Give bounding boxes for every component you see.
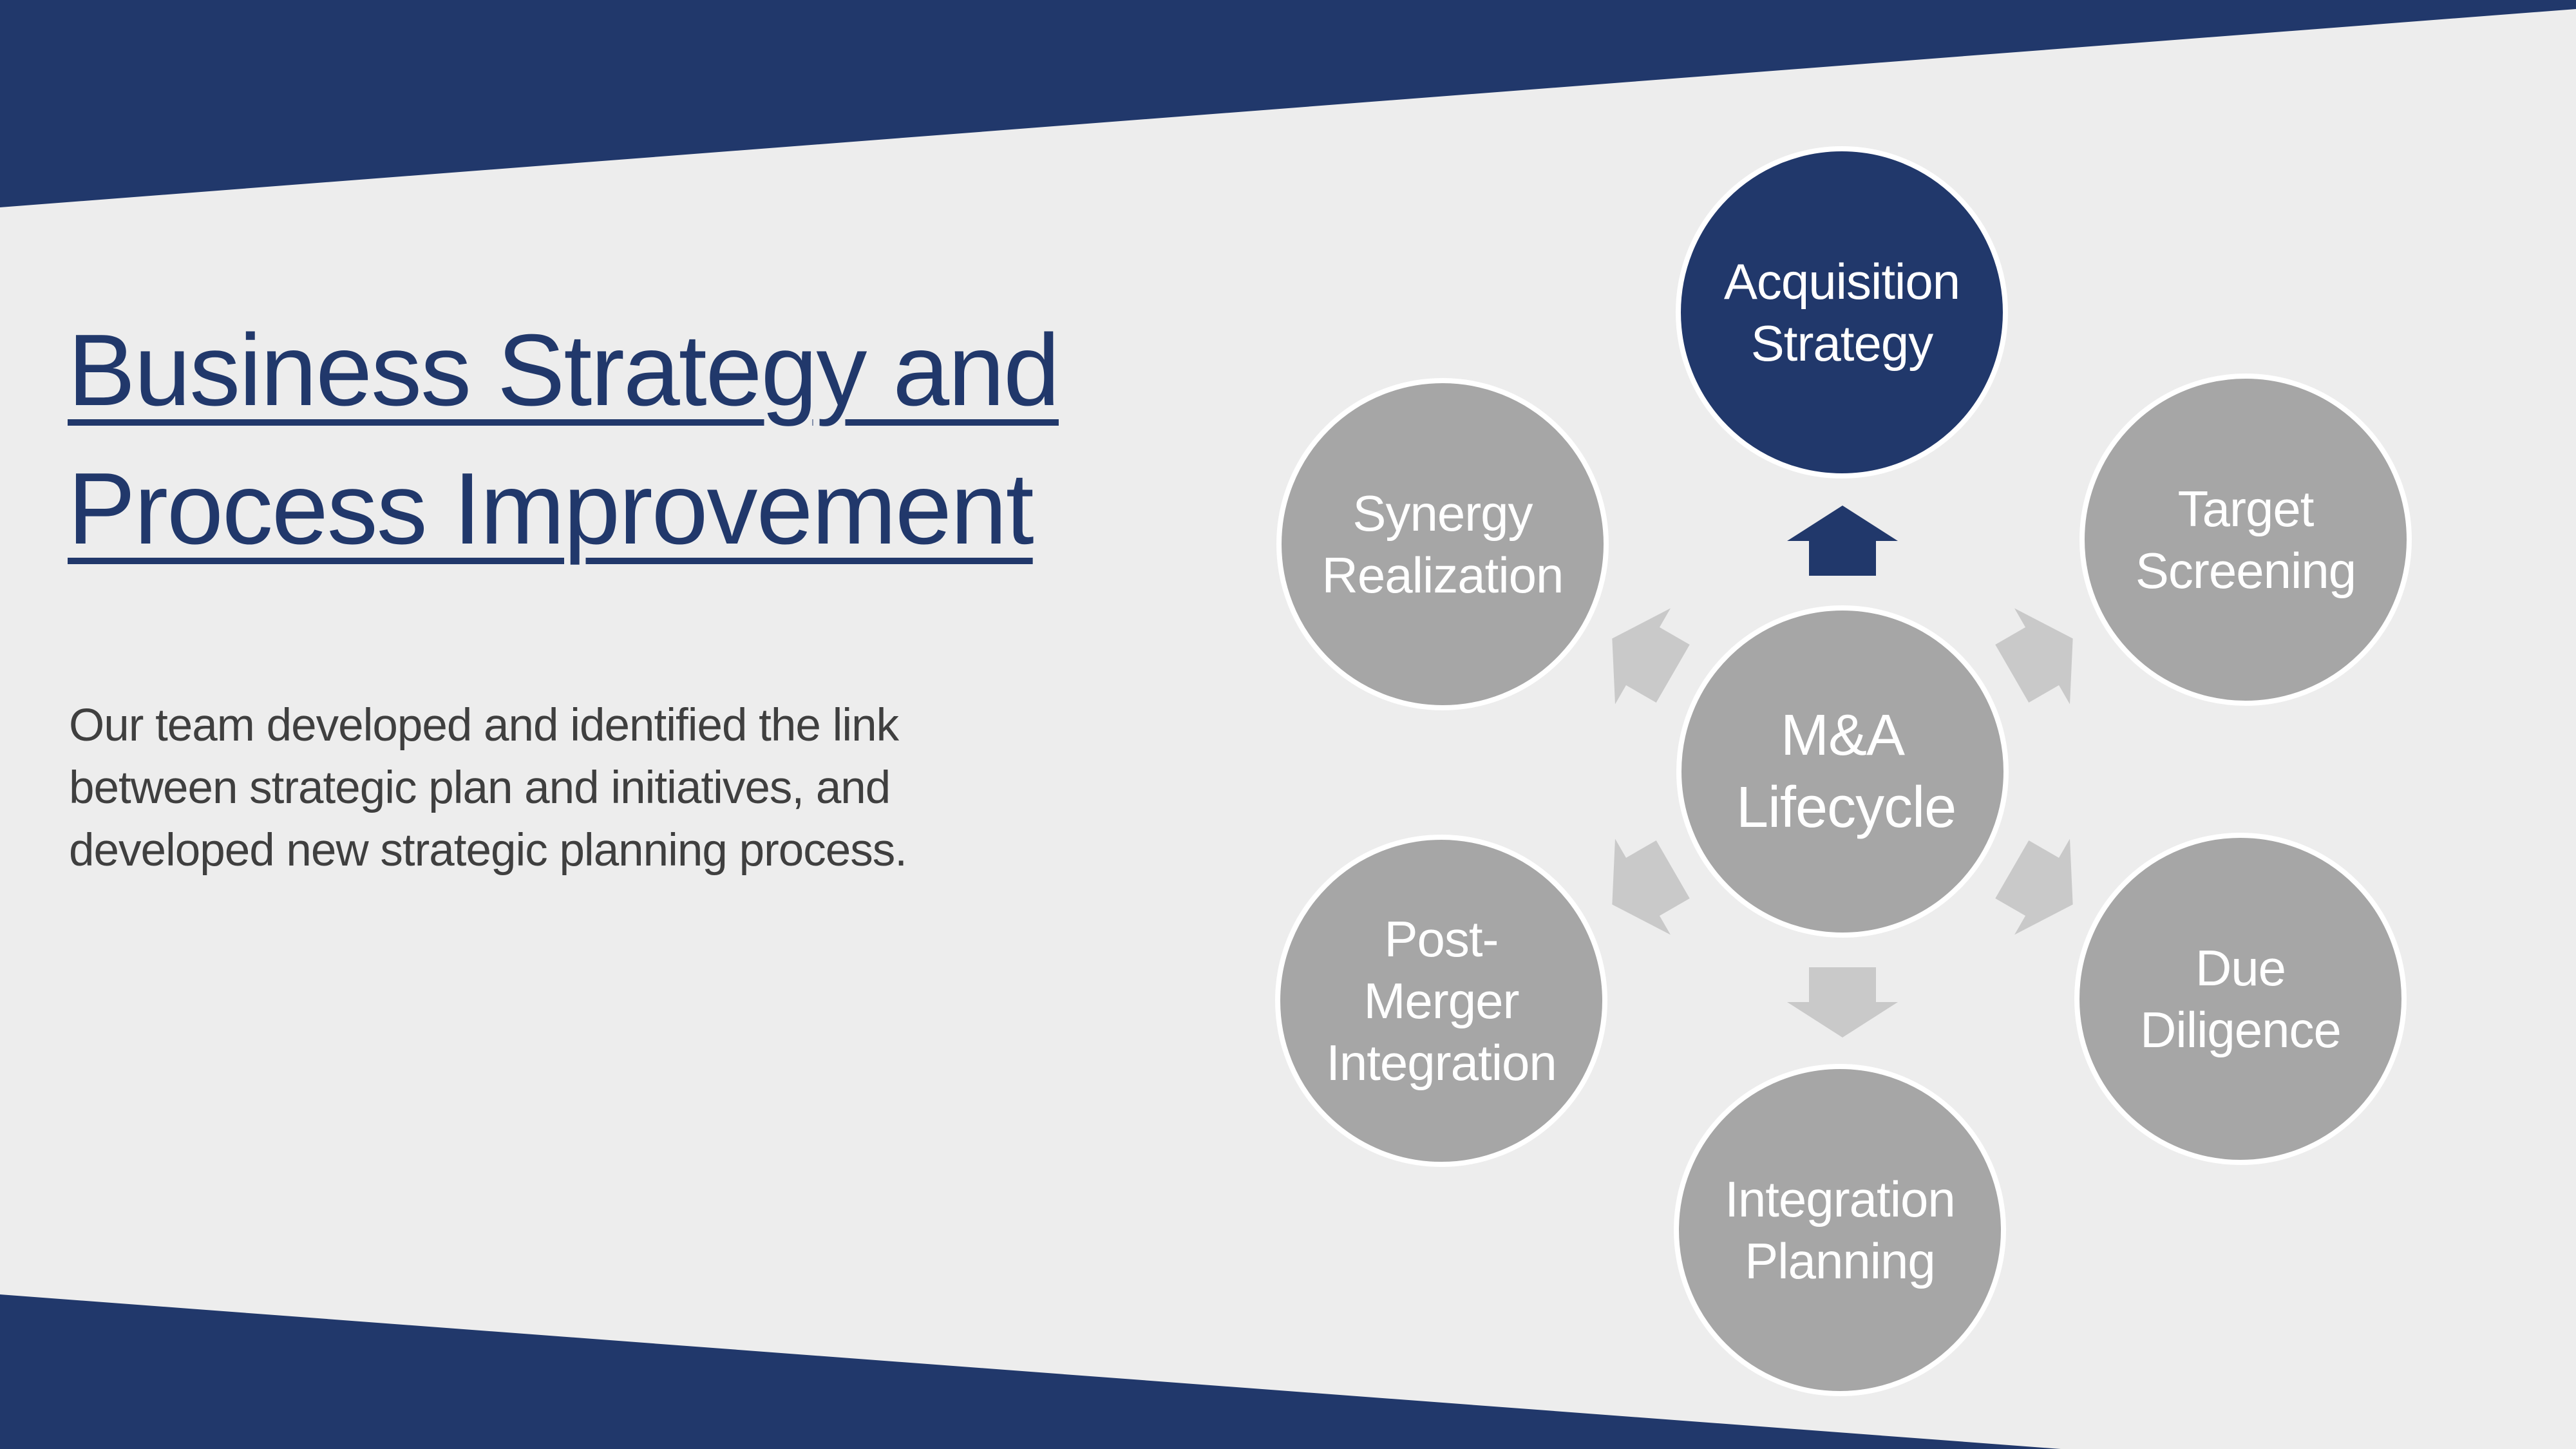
node-label: Due Diligence bbox=[2140, 940, 2342, 1058]
node-acquisition-strategy: Acquisition Strategy bbox=[1676, 146, 2008, 478]
node-target-screening: Target Screening bbox=[2079, 374, 2412, 706]
node-label: Synergy Realization bbox=[1321, 485, 1564, 603]
title-line-2: Process Improvement bbox=[68, 452, 1034, 565]
arrow-lower-left-icon bbox=[1584, 821, 1701, 952]
title-line-1: Business Strategy and bbox=[68, 314, 1060, 427]
node-integration-planning: Integration Planning bbox=[1674, 1064, 2006, 1396]
node-label: Acquisition Strategy bbox=[1723, 253, 1960, 372]
node-label: Target Screening bbox=[2135, 480, 2356, 599]
page-title: Business Strategy and Process Improvemen… bbox=[68, 301, 1111, 578]
center-label: M&A Lifecycle bbox=[1736, 703, 1956, 840]
node-synergy-realization: Synergy Realization bbox=[1276, 378, 1609, 710]
arrow-upper-left-icon bbox=[1584, 591, 1701, 722]
arrow-lower-right-icon bbox=[1984, 821, 2101, 952]
node-label: Post-Merger Integration bbox=[1326, 911, 1557, 1091]
node-post-merger-integration: Post-Merger Integration bbox=[1275, 835, 1607, 1167]
node-due-diligence: Due Diligence bbox=[2074, 833, 2407, 1165]
arrow-up-icon bbox=[1787, 506, 1898, 576]
node-ma-lifecycle-center: M&A Lifecycle bbox=[1676, 605, 2009, 938]
arrow-down-icon bbox=[1787, 967, 1898, 1037]
arrow-upper-right-icon bbox=[1984, 591, 2101, 722]
body-paragraph: Our team developed and identified the li… bbox=[69, 700, 907, 876]
top-band bbox=[0, 0, 2576, 207]
bottom-band bbox=[0, 1294, 2061, 1449]
node-label: Integration Planning bbox=[1725, 1171, 1956, 1289]
